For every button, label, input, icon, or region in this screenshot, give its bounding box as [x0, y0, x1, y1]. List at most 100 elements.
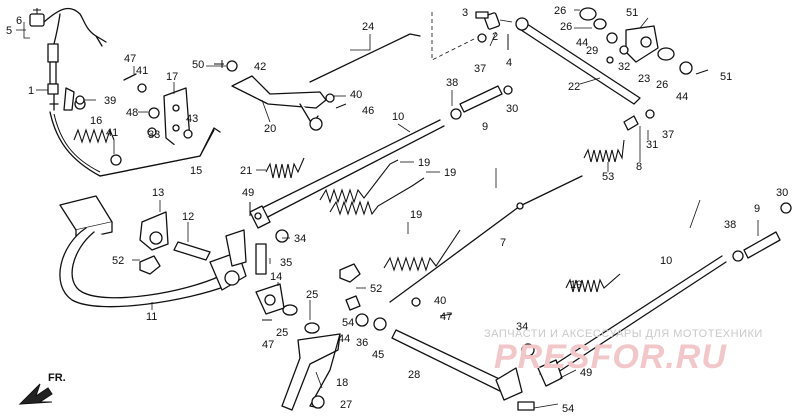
callout-26-b: 26: [560, 21, 572, 33]
callout-46: 46: [362, 105, 374, 117]
callout-44-b: 44: [576, 37, 588, 49]
callout-25-a: 25: [306, 289, 318, 301]
callout-10-b: 10: [660, 255, 672, 267]
callout-11: 11: [146, 311, 157, 323]
callout-39: 39: [104, 95, 116, 107]
callout-19-b: 19: [444, 167, 456, 179]
callout-9-b: 9: [754, 203, 760, 215]
callout-43: 43: [186, 113, 198, 125]
callout-54-b: 54: [562, 403, 574, 415]
callout-54: 54: [342, 317, 354, 329]
callout-24: 24: [362, 21, 374, 33]
callout-5: 5: [6, 25, 12, 37]
callout-3: 3: [462, 7, 468, 19]
rod-10-upper: [257, 119, 445, 223]
washer-40: [325, 93, 335, 103]
callout-30-b: 30: [776, 187, 788, 199]
pin-9: [459, 85, 503, 113]
bolt-54b: [517, 401, 535, 411]
callout-1: 1: [28, 85, 34, 97]
bushing-26a: [579, 7, 597, 21]
callout-36: 36: [356, 337, 368, 349]
callout-20: 20: [264, 123, 276, 135]
callout-44-c: 44: [676, 91, 688, 103]
watermark-logo: PRESFOR.RU: [494, 338, 727, 376]
bolt-39: [75, 95, 85, 105]
callout-40-b: 40: [434, 295, 446, 307]
callout-14: 14: [270, 271, 282, 283]
pin-9b: [743, 231, 781, 259]
washer-44c: [373, 317, 387, 331]
callout-32: 32: [618, 61, 630, 73]
callout-27: 27: [340, 399, 352, 411]
callout-22: 22: [568, 81, 580, 93]
pin-51: [695, 69, 709, 75]
callout-41: 41: [136, 65, 148, 77]
callout-49-b: 49: [580, 367, 592, 379]
washer-36: [355, 313, 369, 327]
callout-21: 21: [240, 165, 252, 177]
callout-34-b: 34: [516, 321, 528, 333]
callout-41-b: 41: [106, 127, 118, 139]
brake-pedal: [59, 195, 247, 308]
washer-37b: [645, 109, 655, 119]
callout-51: 51: [626, 7, 638, 19]
callout-19-a: 19: [418, 157, 430, 169]
callout-19-d: 19: [570, 279, 582, 291]
cap-52: [139, 255, 161, 275]
callout-47: 47: [124, 53, 136, 65]
rod-7: [389, 175, 583, 303]
callout-16: 16: [90, 115, 102, 127]
clevis-34: [275, 229, 289, 243]
bushing-38: [450, 108, 462, 120]
callout-31: 31: [646, 139, 658, 151]
spring-19c: [383, 229, 461, 272]
callout-48: 48: [126, 107, 138, 119]
spring-53: [583, 139, 625, 163]
bushing-38b: [732, 250, 744, 262]
front-direction-label: FR.: [48, 372, 66, 384]
callout-47-b: 47: [262, 339, 274, 351]
cap-52b: [339, 263, 361, 283]
washer-40b: [411, 297, 421, 307]
callout-30: 30: [506, 103, 518, 115]
callout-labels: 6 5 1 47 41 39 48 16 41 17 33 43 15 50 4…: [6, 5, 788, 415]
callout-15: 15: [190, 165, 202, 177]
callout-53: 53: [602, 171, 614, 183]
callout-52: 52: [112, 255, 124, 267]
callout-25-b: 25: [276, 327, 288, 339]
callout-7: 7: [500, 237, 506, 249]
lever-plate-20: [231, 75, 327, 109]
pin-46: [335, 103, 347, 109]
callout-19-c: 19: [410, 209, 422, 221]
callout-6: 6: [16, 15, 22, 27]
spring-19b: [329, 177, 425, 216]
small-pin-47: [123, 73, 137, 81]
washer-33: [147, 127, 157, 137]
pin-48: [148, 107, 160, 119]
callout-52-b: 52: [370, 283, 382, 295]
callout-42: 42: [254, 61, 266, 73]
callout-10: 10: [392, 111, 404, 123]
callout-49: 49: [242, 187, 254, 199]
washer-42: [226, 60, 238, 72]
callout-28: 28: [408, 369, 420, 381]
washer-30b: [780, 202, 792, 214]
callout-35: 35: [280, 257, 292, 269]
bushing-26c: [657, 47, 675, 61]
callout-51-b: 51: [720, 71, 732, 83]
callout-44: 44: [338, 333, 350, 345]
spring-21: [265, 157, 305, 179]
callout-38-b: 38: [724, 219, 736, 231]
callout-18: 18: [336, 377, 348, 389]
spring-19d: [565, 273, 621, 293]
callout-40: 40: [350, 89, 362, 101]
rod-15: [99, 127, 221, 177]
callout-17: 17: [166, 71, 178, 83]
callout-33: 33: [148, 129, 160, 141]
callout-47-c: 47: [440, 311, 452, 323]
washer-30: [503, 85, 513, 95]
watermark-caption: ЗАПЧАСТИ И АКСЕССУАРЫ ДЛЯ МОТОТЕХНИКИ: [484, 328, 763, 340]
callout-12: 12: [182, 211, 194, 223]
